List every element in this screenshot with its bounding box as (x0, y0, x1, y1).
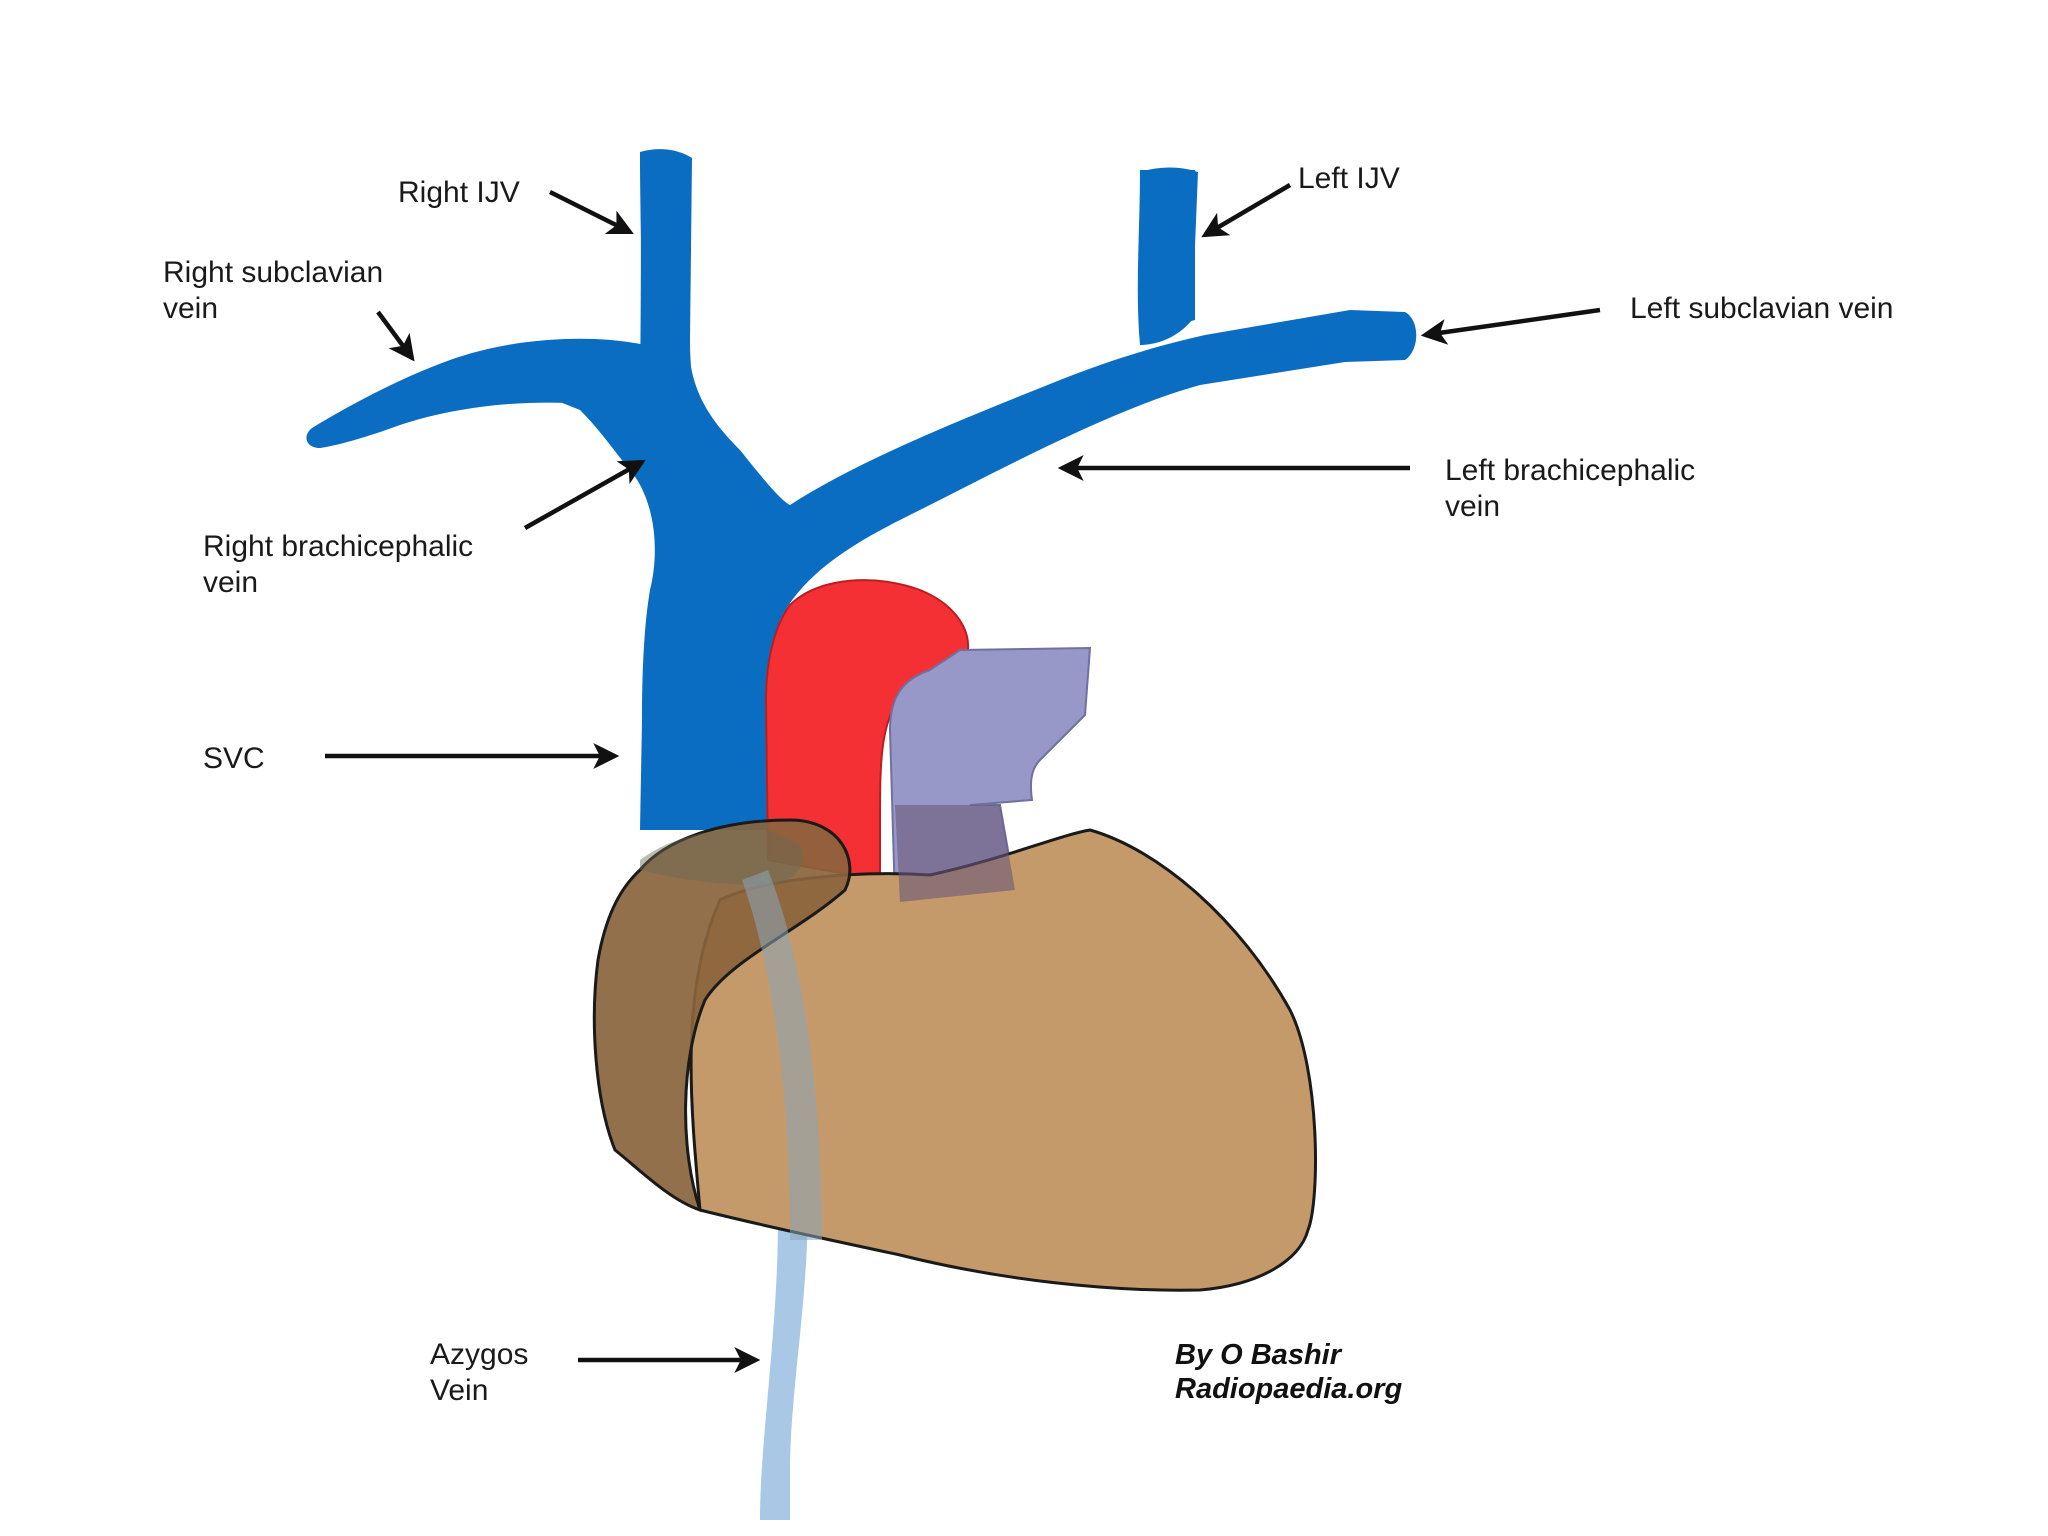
arrow-right-subclavian (376, 310, 415, 362)
credit-source: Radiopaedia.org (1175, 1373, 1402, 1405)
right-atrium (592, 818, 852, 1213)
label-right-brachiocephalic-2: vein (203, 566, 258, 599)
pointer-arrows (325, 183, 1601, 1373)
arrow-right-brachiocephalic (523, 459, 646, 530)
label-azygos-2: Vein (430, 1374, 488, 1407)
left-ijv-shape (1137, 167, 1198, 345)
arrow-left-subclavian (1420, 307, 1601, 345)
azygos-through-heart (742, 870, 822, 1240)
label-right-subclavian-1: Right subclavian (163, 256, 383, 289)
label-right-subclavian-2: vein (163, 292, 218, 325)
right-ijv-shape (640, 149, 700, 430)
arrow-left-ijv (1201, 183, 1292, 238)
label-azygos-1: Azygos (430, 1338, 528, 1371)
heart (689, 828, 1317, 1292)
label-left-ijv: Left IJV (1298, 162, 1400, 195)
aortic-arch (764, 579, 970, 882)
arrow-right-ijv (548, 189, 634, 235)
svc-overlap (640, 828, 803, 885)
label-right-ijv: Right IJV (398, 176, 520, 209)
label-left-brachiocephalic-1: Left brachicephalic (1445, 454, 1695, 487)
pulmonary-overlap (895, 805, 1015, 902)
right-subclavian-shape (306, 338, 645, 448)
label-left-brachiocephalic-2: vein (1445, 490, 1500, 523)
label-left-subclavian: Left subclavian vein (1630, 292, 1894, 325)
venous-tree (308, 152, 1417, 830)
label-svc: SVC (203, 742, 265, 775)
label-right-brachiocephalic-1: Right brachicephalic (203, 530, 473, 563)
credit-author: By O Bashir (1175, 1339, 1343, 1371)
